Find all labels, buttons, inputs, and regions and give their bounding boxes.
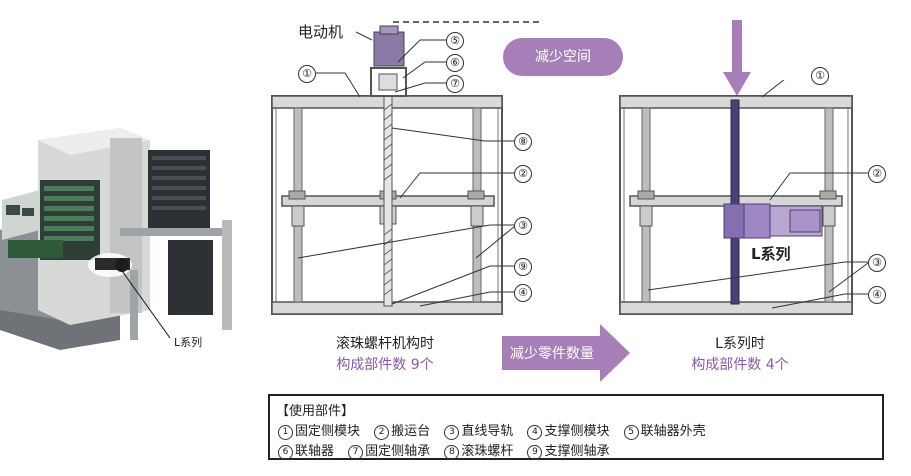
l-series-diagram (619, 80, 869, 315)
photo-label: L系列 (174, 336, 203, 349)
callout-1-left: ① (298, 65, 316, 83)
left-caption-line1: 滚珠螺杆机构时 (336, 336, 434, 352)
reduce-parts-label: 减少零件数量 (510, 346, 594, 362)
callout-4-right: ④ (868, 286, 886, 304)
callout-3-left: ③ (514, 217, 532, 235)
right-caption-line1: L系列时 (715, 336, 765, 352)
callout-5: ⑤ (446, 32, 464, 50)
legend-title: 【使用部件】 (276, 404, 355, 419)
callout-8: ⑧ (514, 133, 532, 151)
callout-4-left: ④ (514, 284, 532, 302)
right-arrow-icon (502, 324, 630, 382)
left-caption-line2: 构成部件数 9个 (336, 357, 434, 373)
ball-screw-diagram (271, 21, 540, 315)
callout-2-left: ② (514, 165, 532, 183)
reduce-space-badge: 减少空间 (503, 38, 623, 76)
l-series-label: L系列 (751, 245, 791, 263)
machine-photo (0, 128, 232, 350)
callout-1-right: ① (811, 67, 829, 85)
motor-label: 电动机 (298, 23, 344, 41)
callout-9: ⑨ (514, 258, 532, 276)
callout-3-right: ③ (868, 254, 886, 272)
callout-7: ⑦ (446, 75, 464, 93)
callout-6: ⑥ (446, 54, 464, 72)
right-caption-line2: 构成部件数 4个 (691, 357, 789, 373)
reduce-parts-arrow: 减少零件数量 (502, 324, 630, 382)
down-arrow-icon (723, 20, 751, 96)
callout-2-right: ② (868, 165, 886, 183)
